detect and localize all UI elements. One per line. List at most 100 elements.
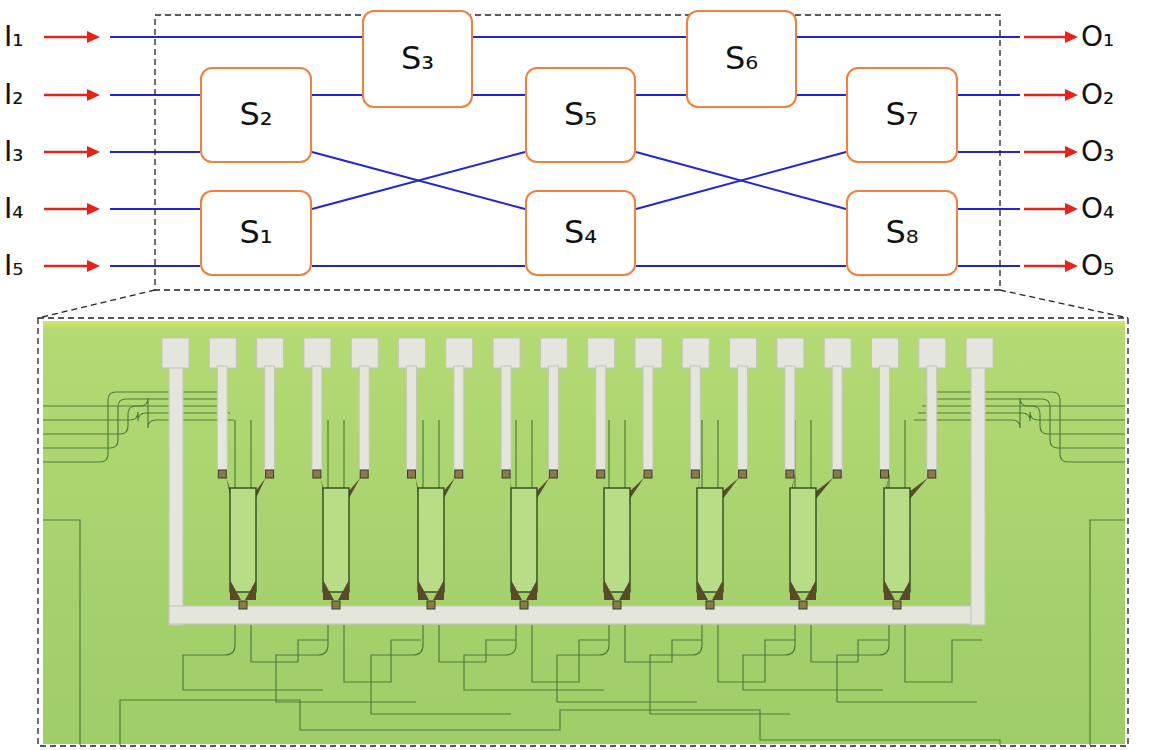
heater-body <box>418 488 444 592</box>
switch-box: S₄ <box>525 190 636 276</box>
chip-ground <box>43 321 1125 744</box>
arrow-shaft <box>1024 151 1068 154</box>
electrode-strip <box>738 366 748 474</box>
zoom-outline <box>38 15 1128 746</box>
heater-body <box>511 488 537 592</box>
waveguide-trace <box>251 625 328 662</box>
electrode-strip <box>690 366 700 474</box>
mzi-unit <box>785 366 842 609</box>
heater-wedge <box>909 478 928 500</box>
waveguide-connector <box>312 152 525 209</box>
switch-box: S₂ <box>200 67 312 163</box>
bond-pad <box>635 338 662 368</box>
zoom-line <box>38 290 155 318</box>
contact-via <box>893 601 901 609</box>
switch-label: S₁ <box>239 215 272 250</box>
waveguide-line <box>958 265 1020 267</box>
dashed-frame <box>38 318 1128 746</box>
port-label: O₁ <box>1081 19 1114 55</box>
switch-box: S₈ <box>846 190 958 276</box>
electrode-strip <box>359 366 369 474</box>
bond-pad <box>777 338 804 368</box>
waveguide-line <box>958 151 1020 153</box>
heater-wedge <box>348 478 360 500</box>
switch-label: S₇ <box>885 97 918 132</box>
heater-wedge <box>884 580 895 600</box>
waveguide-trace <box>43 398 234 428</box>
waveguide-trace <box>183 625 323 690</box>
contact-via <box>360 470 368 478</box>
waveguide-line <box>958 208 1020 210</box>
contact-via <box>881 470 889 478</box>
contact-via <box>613 601 621 609</box>
bond-pad <box>493 338 520 368</box>
switch-label: S₅ <box>564 97 597 132</box>
bond-pad <box>351 338 378 368</box>
bond-pad <box>540 338 567 368</box>
contact-via <box>833 470 841 478</box>
port-label: O₂ <box>1081 77 1114 113</box>
waveguide-trace <box>344 625 421 682</box>
arrow-head <box>1065 260 1078 272</box>
heater-wedge <box>805 580 816 600</box>
heater-wedge <box>245 580 256 600</box>
waveguide-connector <box>636 152 846 209</box>
contact-via <box>218 470 226 478</box>
electrode-strip <box>265 366 275 474</box>
contact-via <box>739 470 747 478</box>
heater-wedge <box>511 580 522 600</box>
arrow-head <box>1065 31 1078 43</box>
bond-pad <box>209 338 236 368</box>
electrode-strip <box>454 366 464 474</box>
contact-via <box>549 470 557 478</box>
bond-pad <box>966 338 993 368</box>
contact-via <box>691 470 699 478</box>
heater-wedge <box>697 580 708 600</box>
waveguide-connector <box>797 94 846 96</box>
electrode-strip <box>548 366 558 474</box>
arrow-shaft <box>44 265 90 268</box>
heater-wedge <box>418 580 429 600</box>
arrow-shaft <box>1024 208 1068 211</box>
heater-wedge <box>629 478 644 500</box>
bond-pad <box>162 338 189 368</box>
electrode-strip <box>407 366 417 474</box>
port-label: O₄ <box>1081 191 1114 227</box>
chip-waveguides <box>43 392 1125 745</box>
switch-label: S₃ <box>401 41 434 76</box>
dashed-frame <box>155 15 1000 290</box>
port-label: I₃ <box>4 134 23 170</box>
contact-via <box>520 601 528 609</box>
waveguide-line <box>797 36 1020 38</box>
switch-label: S₆ <box>725 41 758 76</box>
waveguide-trace <box>718 625 795 682</box>
switch-box: S₁ <box>200 190 312 276</box>
mzi-unit <box>596 366 653 609</box>
chip-micrograph <box>43 321 1125 745</box>
mzi-unit <box>690 366 747 609</box>
electrode-strip <box>501 366 511 474</box>
zoom-line <box>1000 290 1128 318</box>
waveguide-trace <box>625 625 702 662</box>
contact-via <box>455 470 463 478</box>
contact-via <box>502 470 510 478</box>
electrode-strip <box>596 366 606 474</box>
port-label: I₅ <box>4 248 23 284</box>
waveguide-trace <box>930 392 1125 462</box>
bond-pad <box>446 338 473 368</box>
switch-box: S₃ <box>362 10 473 108</box>
waveguide-line <box>110 36 362 38</box>
mzi-unit <box>501 366 558 609</box>
bond-pad <box>304 338 331 368</box>
waveguide-trace <box>837 625 977 702</box>
contact-via <box>799 601 807 609</box>
heater-body <box>884 488 910 592</box>
arrow-head <box>87 146 100 158</box>
mzi-unit <box>312 366 369 609</box>
heater-wedge <box>433 580 444 600</box>
contact-via <box>644 470 652 478</box>
heater-body <box>790 488 816 592</box>
contact-via <box>597 470 605 478</box>
bond-pad <box>872 338 899 368</box>
arrow-shaft <box>44 94 90 97</box>
